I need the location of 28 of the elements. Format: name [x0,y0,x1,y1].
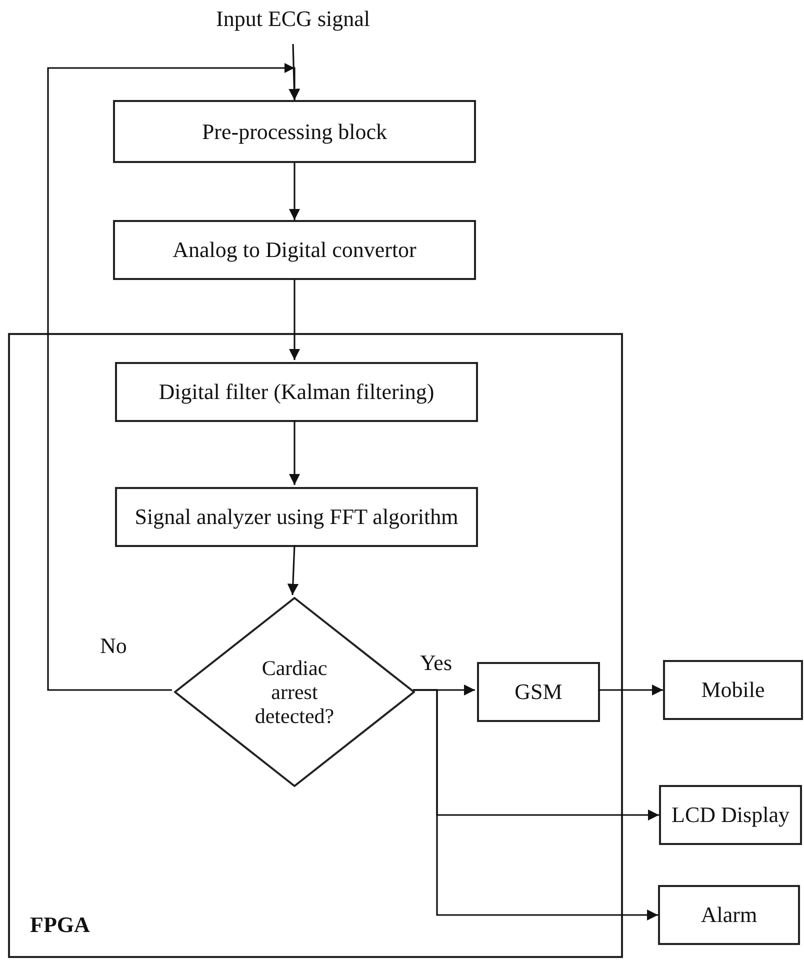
process-box [658,885,800,945]
box-label: GSM [514,679,562,705]
fpga-boundary-box [8,333,623,958]
process-box [115,487,478,547]
box-label: Digital filter (Kalman filtering) [158,379,434,405]
group-label: FPGA [30,912,90,938]
box-label: Pre-processing block [202,118,388,144]
process-box [115,362,478,422]
input-label: Input ECG signal [193,2,393,36]
arrow [288,280,300,360]
arrow [287,544,299,596]
decision-diamond [174,597,415,787]
box-label: Signal analyzer using FFT algorithm [134,504,458,530]
arrow [288,163,300,220]
process-box [477,662,600,722]
process-box [663,660,803,720]
box-label: Mobile [701,677,765,703]
arrow [47,67,300,691]
process-box [113,220,476,280]
box-label: Analog to Digital convertor [172,237,416,263]
box-label: Alarm [700,902,758,928]
arrow [413,689,658,921]
arrow [288,420,300,485]
process-box [113,100,476,163]
process-box [659,785,802,845]
box-label: LCD Display [672,802,790,828]
box-label: Cardiac arrest detected? [254,656,336,728]
arrow [598,684,663,696]
